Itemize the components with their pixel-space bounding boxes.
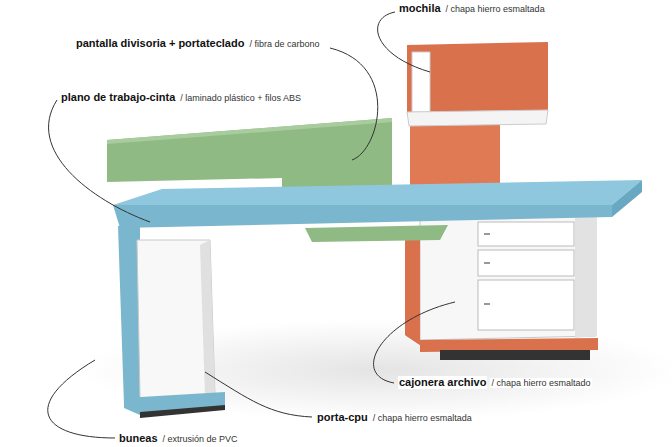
part-name: porta-cpu (316, 411, 369, 424)
part-name: mochila (398, 2, 442, 15)
part-name: pantalla divisoria + portateclado (75, 37, 245, 50)
material-note: / laminado plástico + filos ABS (179, 93, 302, 103)
part-name: buneas (118, 432, 159, 445)
material-note: / chapa hierro esmaltado (490, 378, 591, 388)
part-name: plano de trabajo-cinta (60, 91, 176, 104)
material-note: / chapa hierro esmaltada (372, 413, 473, 423)
material-note: / fibra de carbono (248, 39, 320, 49)
material-note: / extrusión de PVC (162, 434, 239, 444)
part-name: cajonera archivo (398, 376, 487, 389)
material-note: / chapa hierro esmaltada (445, 4, 546, 14)
